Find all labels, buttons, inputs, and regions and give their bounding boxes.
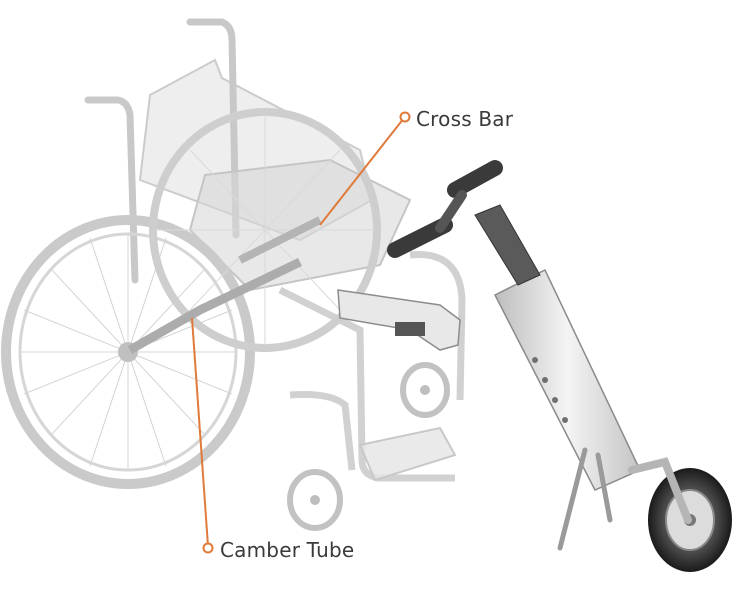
camber-tube-label: Camber Tube [220,538,355,562]
caster-stem [289,391,356,471]
handlebar-center [435,190,467,233]
clamp-bracket [395,322,425,336]
callout-cross-bar-line [319,111,411,226]
push-handle-left [84,96,139,284]
cross-bar-label: Cross Bar [416,107,514,131]
rear-wheel-large [1,215,255,489]
caster-wheel-left [287,469,343,531]
callout-camber-tube-dot [202,542,214,554]
wheelchair-frame [1,18,466,531]
footplate [358,426,457,482]
fork [628,457,692,524]
rear-wheel-far [149,108,381,352]
callout-cross-bar-dot [399,111,411,123]
caster-wheel-right [400,362,450,418]
steering-stem [474,204,541,286]
handlebar-grip-right [447,160,503,198]
clamp-arm [337,289,461,351]
front-frame-tube-2 [409,251,466,401]
callout-camber-tube-line [191,317,214,554]
cross-bar [238,216,322,264]
camber-tube [127,257,302,354]
main-column [493,268,642,491]
push-handle-right [186,18,240,239]
kickstand [557,447,613,551]
handbike-attachment [337,160,732,572]
